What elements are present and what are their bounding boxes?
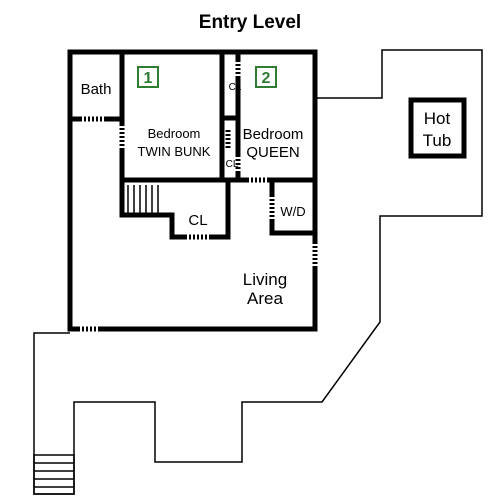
living-area-label-line2: Area: [247, 289, 283, 308]
doorways: [78, 60, 319, 333]
bedroom-2-label-line1: Bedroom: [243, 126, 304, 143]
exterior-stairs: [33, 454, 75, 495]
hot-tub: Hot Tub: [408, 97, 467, 159]
bath-label: Bath: [81, 81, 112, 98]
closet-top-label: CL: [229, 82, 242, 93]
bedroom-1-number: 1: [144, 70, 153, 87]
bedroom-2-number: 2: [262, 70, 271, 87]
bedroom-1-badge: 1: [137, 66, 159, 88]
exterior-walls: [67, 49, 318, 332]
closet-small-label: CL: [226, 159, 239, 170]
plan-title: Entry Level: [199, 12, 301, 33]
closet-main-label: CL: [188, 212, 207, 229]
hot-tub-label-line2: Tub: [423, 131, 452, 150]
washer-dryer-label: W/D: [280, 204, 305, 219]
bedroom-2-badge: 2: [255, 66, 277, 88]
living-area-label-line1: Living: [243, 270, 287, 289]
bedroom-1-label-line1: Bedroom: [148, 126, 201, 141]
bedroom-1-label-line2: TWIN BUNK: [138, 144, 211, 159]
hot-tub-label-line1: Hot: [424, 109, 451, 128]
bedroom-2-label-line2: QUEEN: [246, 144, 299, 161]
interior-stairs: [127, 185, 159, 214]
